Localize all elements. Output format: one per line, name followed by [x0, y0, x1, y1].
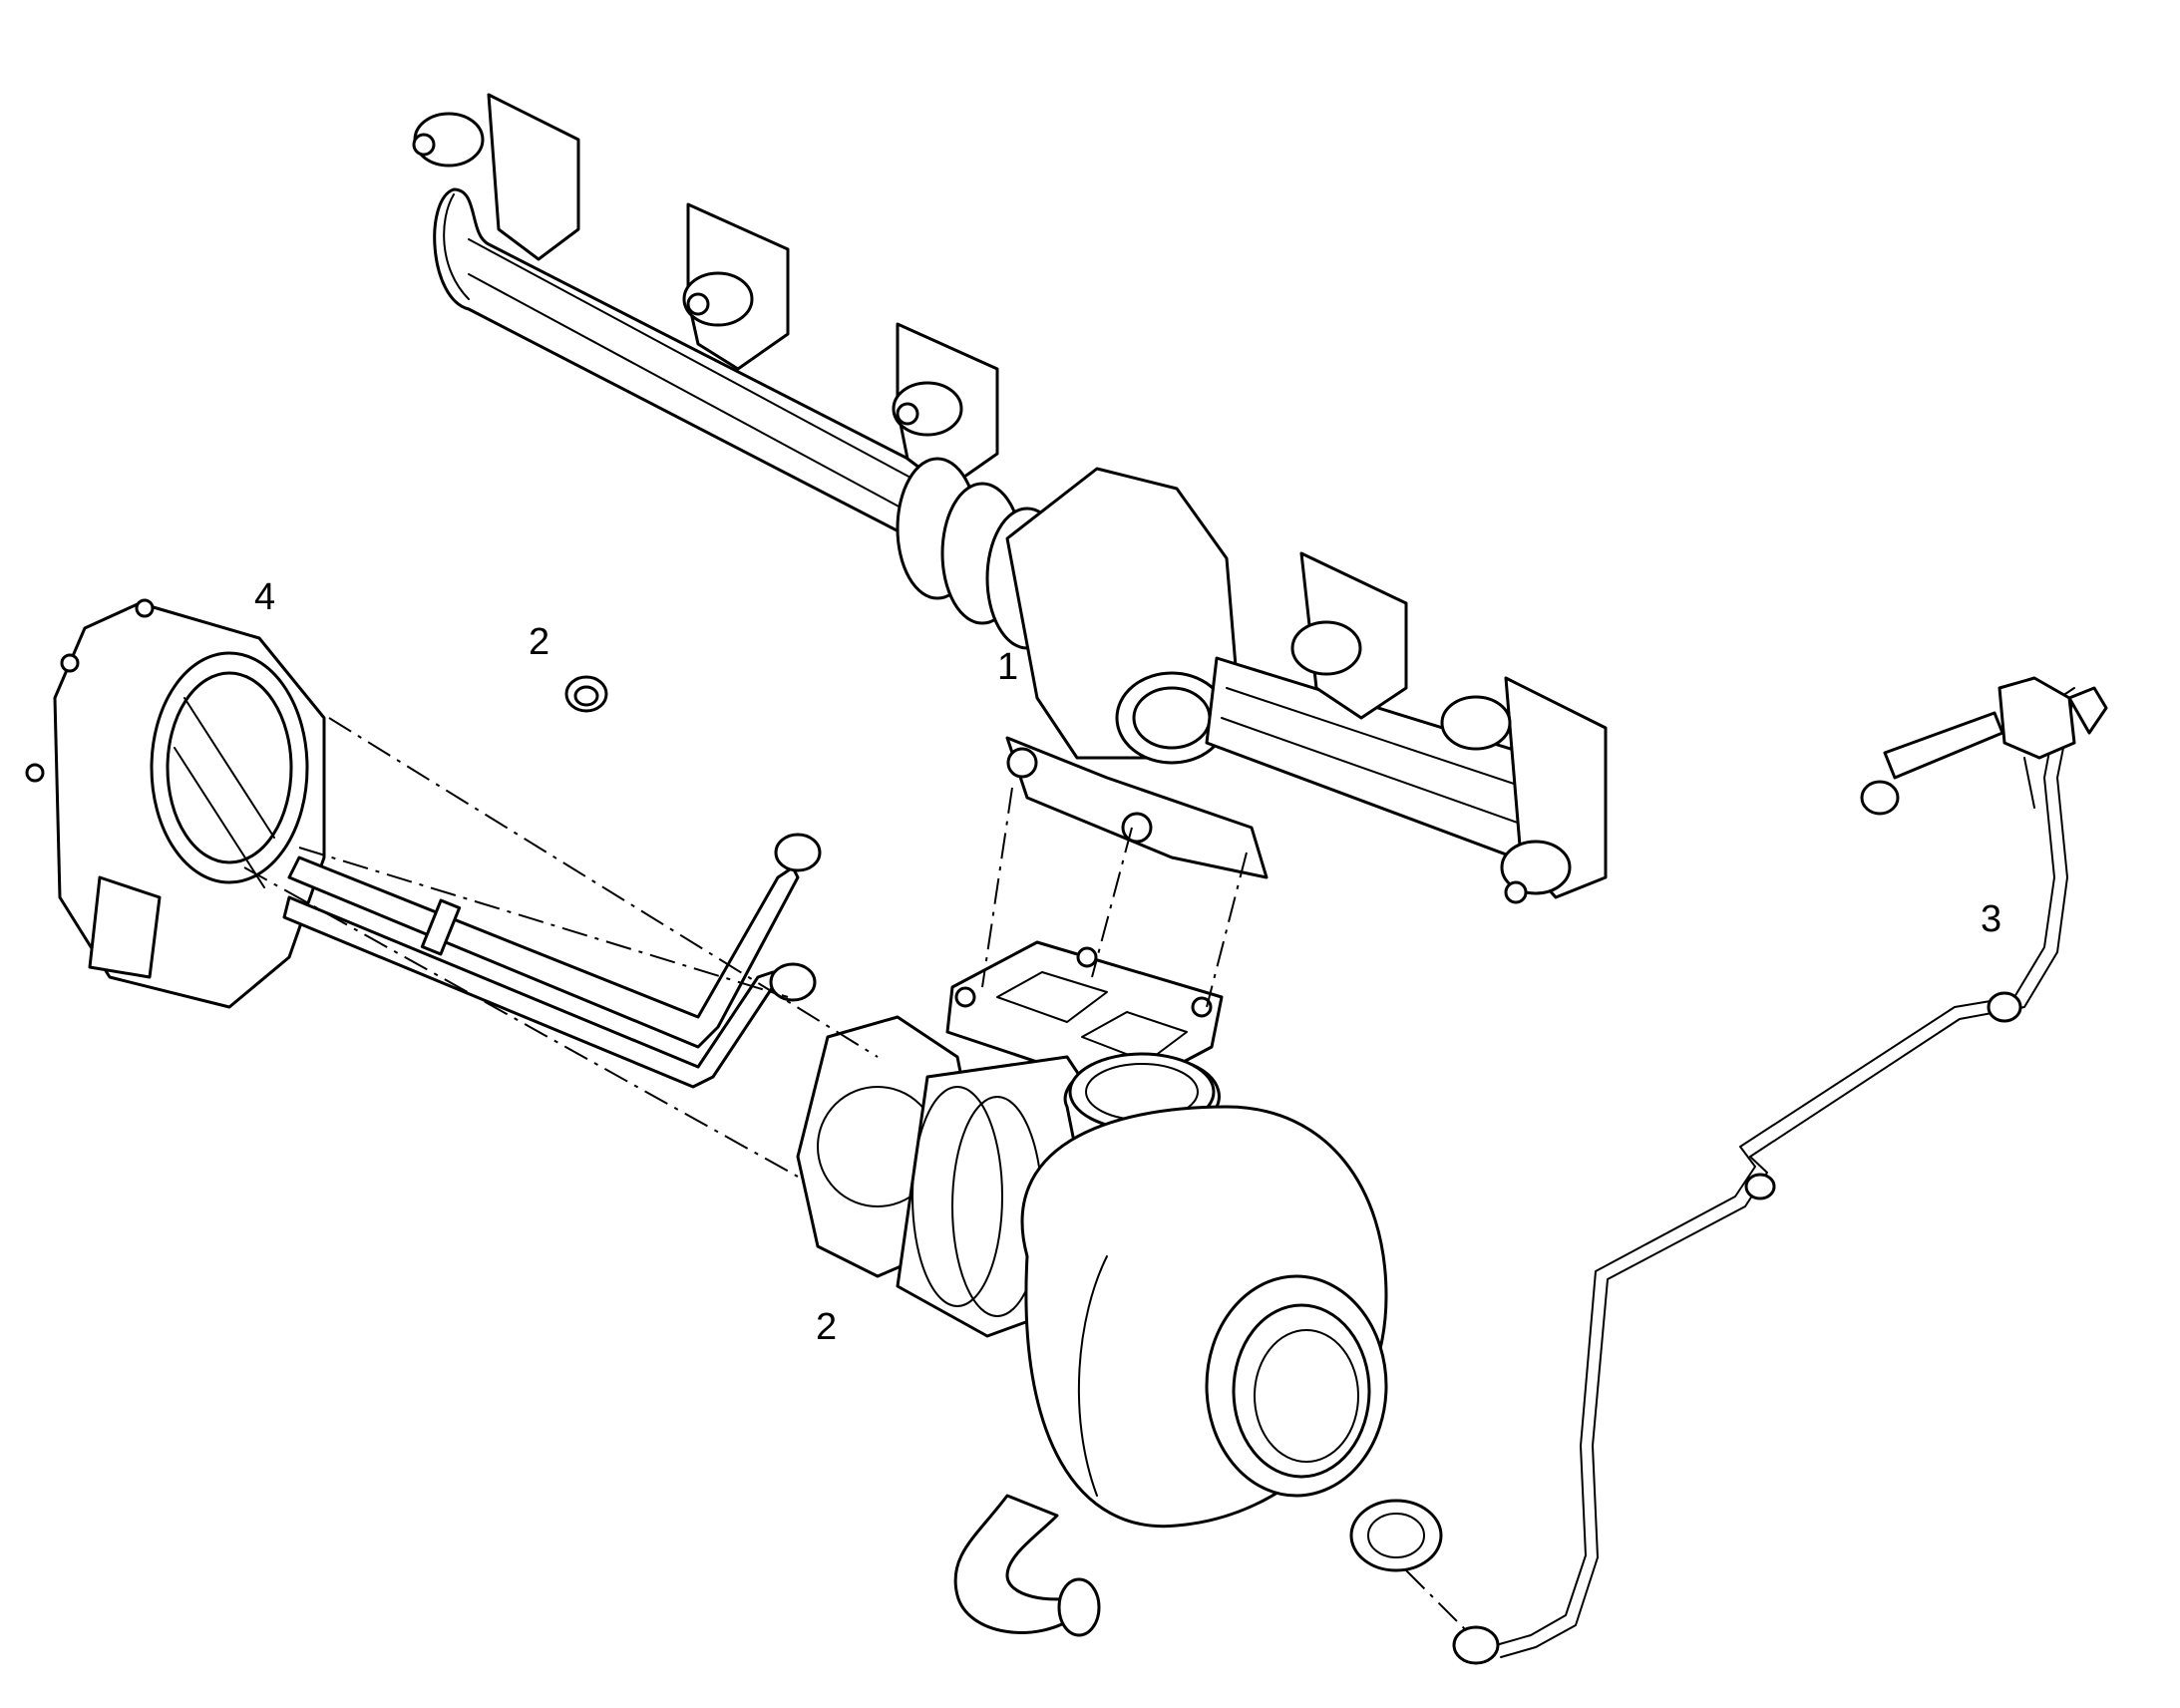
callout-3: 3 — [1981, 898, 2002, 940]
callout-4: 4 — [254, 576, 276, 618]
exhaust-manifold — [412, 93, 1608, 904]
callout-2-turbo: 2 — [816, 1306, 838, 1348]
coolant-tube — [282, 833, 822, 1089]
turbocharger — [796, 1015, 1443, 1637]
plug — [564, 675, 608, 713]
callout-2-plug: 2 — [529, 621, 550, 663]
egr-valve — [25, 598, 326, 1009]
callout-1: 1 — [997, 646, 1019, 688]
alignment-lines — [243, 717, 1472, 1636]
actuator-line — [1452, 676, 2108, 1665]
